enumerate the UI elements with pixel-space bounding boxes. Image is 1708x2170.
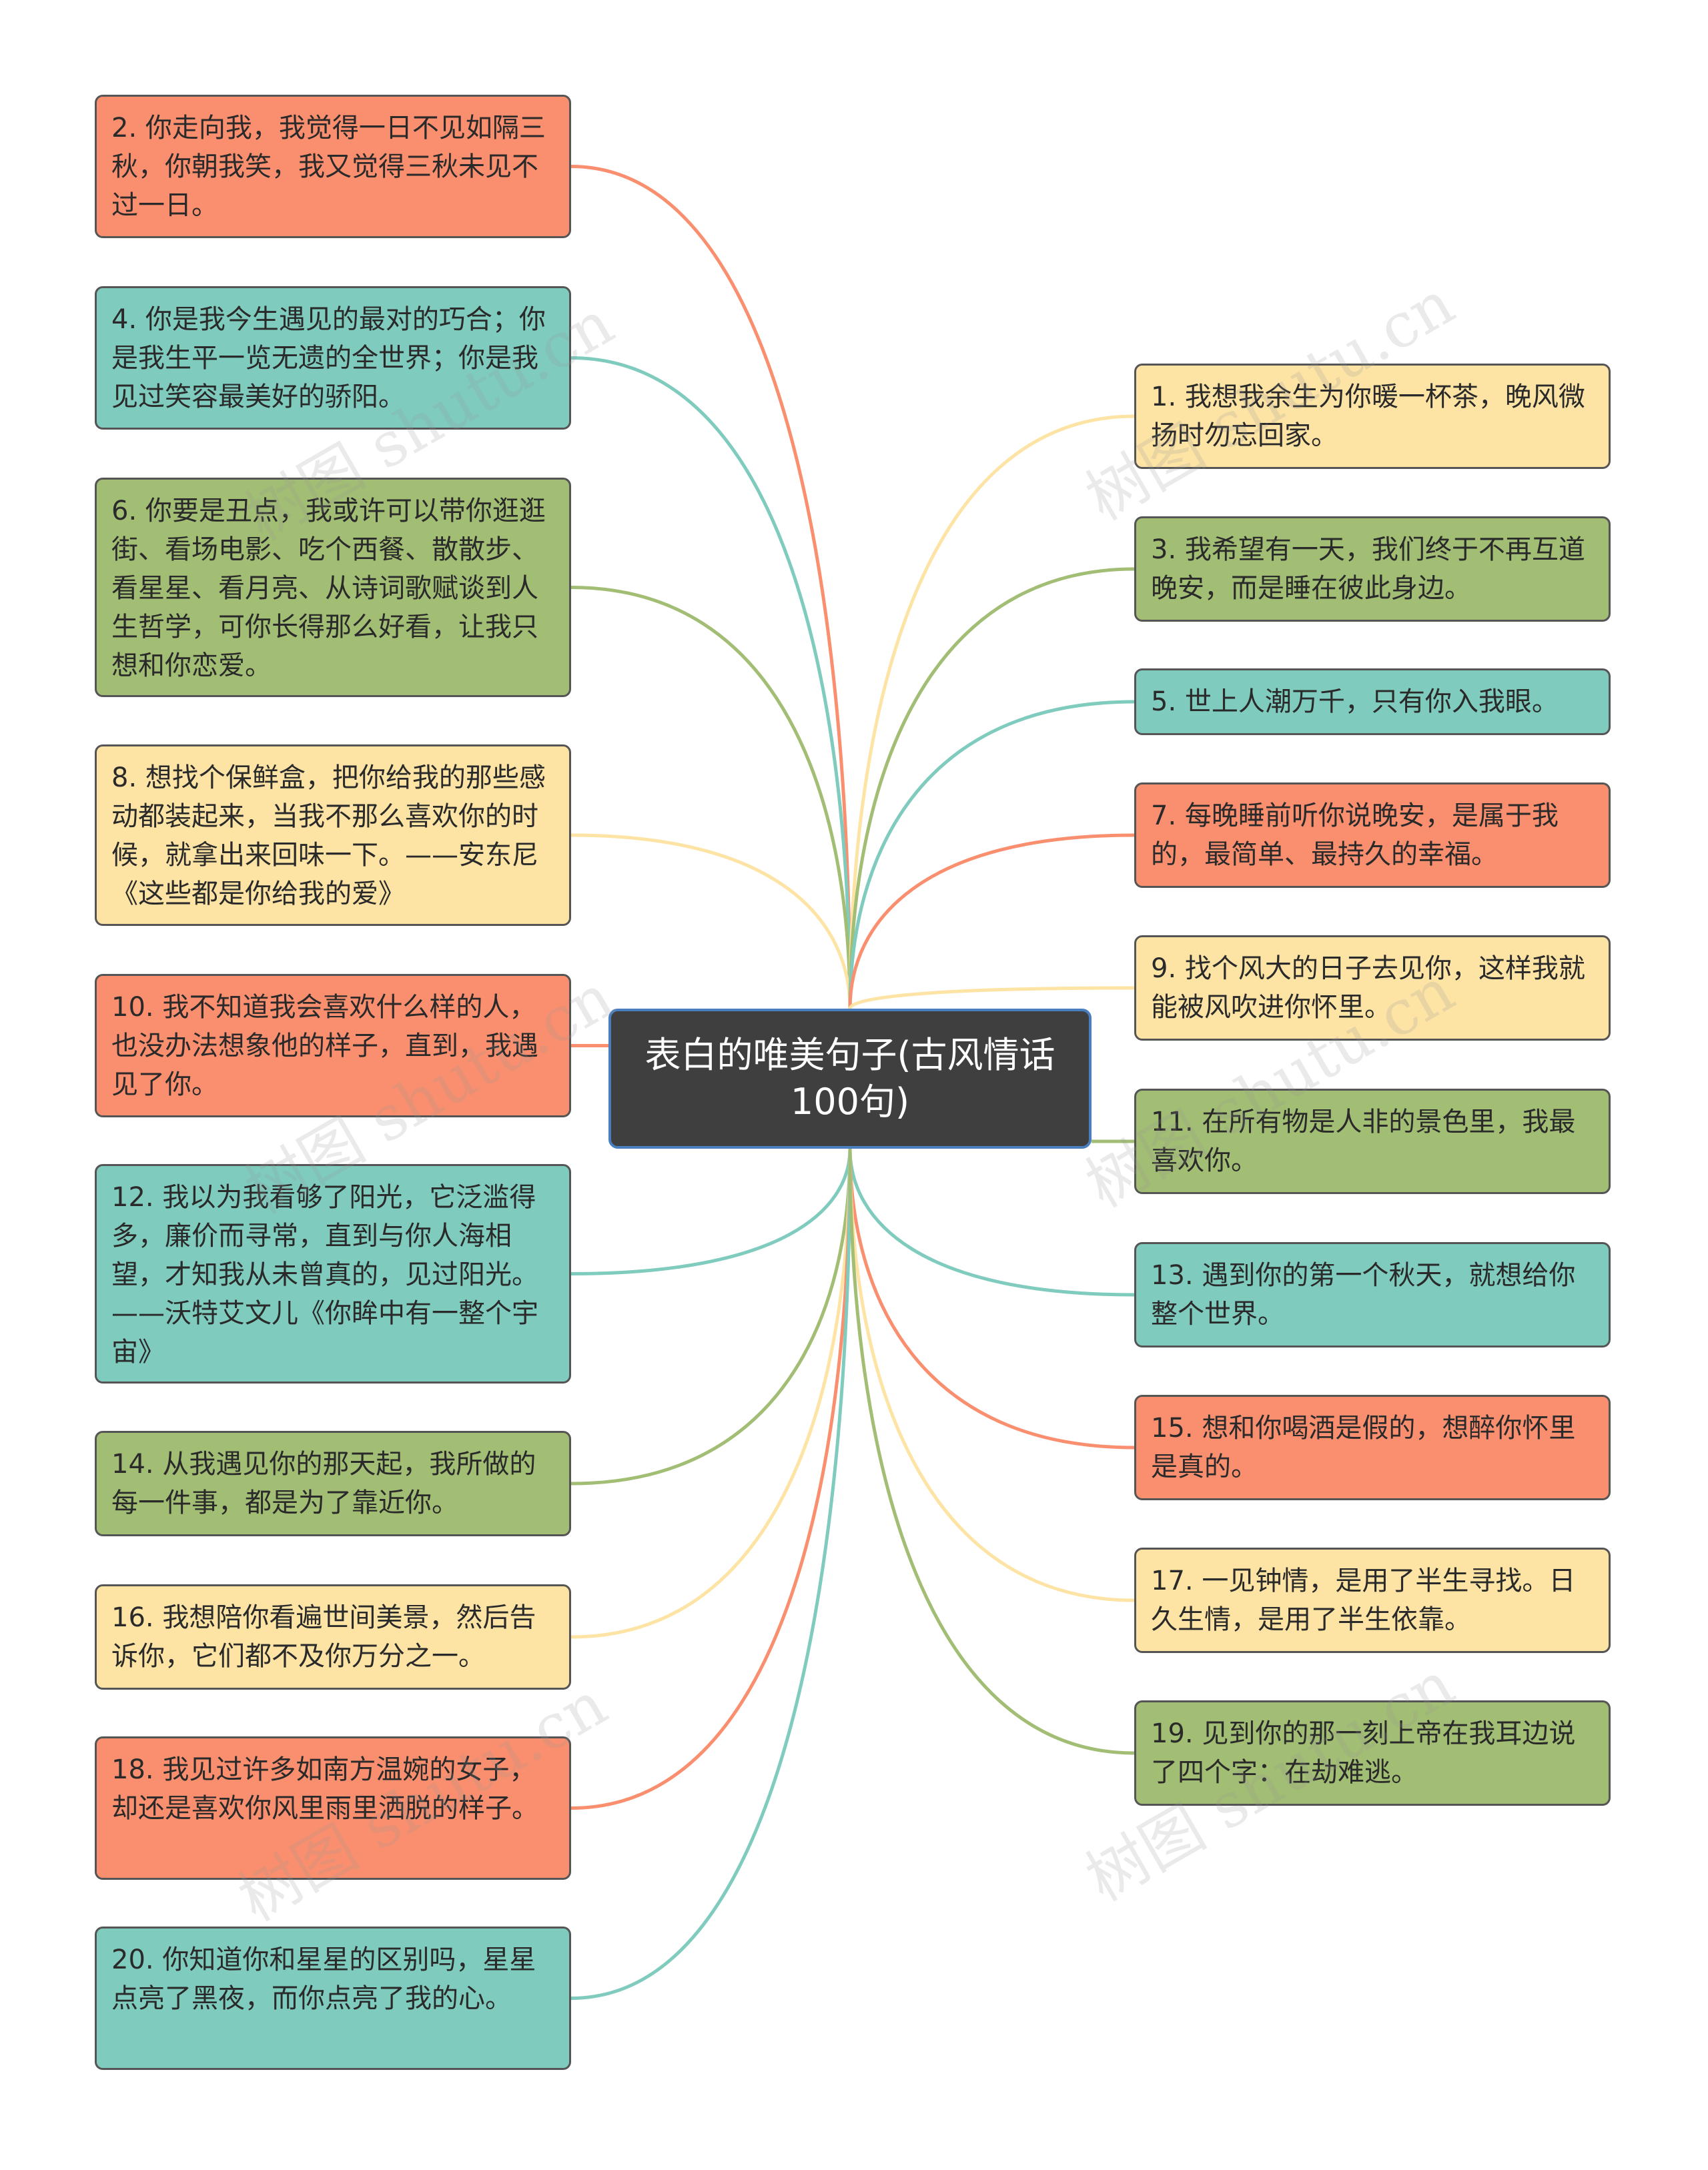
right-link-5	[848, 986, 1135, 1009]
topic-text: 9. 找个风大的日子去见你，这样我就能被风吹进你怀里。	[1151, 953, 1585, 1023]
topic-text: 16. 我想陪你看遍世间美景，然后告诉你，它们都不及你万分之一。	[111, 1602, 536, 1672]
topic-text: 17. 一见钟情，是用了半生寻找。日久生情，是用了半生依靠。	[1151, 1566, 1576, 1635]
topic-text: 19. 见到你的那一刻上帝在我耳边说了四个字：在劫难逃。	[1151, 1718, 1576, 1788]
right-link-8	[848, 1148, 1135, 1450]
left-topic-9[interactable]: 18. 我见过许多如南方温婉的女子，却还是喜欢你风里雨里洒脱的样子。	[95, 1736, 571, 1880]
topic-text: 2. 你走向我，我觉得一日不见如隔三秋，你朝我笑，我又觉得三秋未见不过一日。	[111, 113, 546, 221]
right-link-10	[848, 1148, 1135, 1755]
right-link-3	[848, 700, 1135, 1009]
right-topic-3[interactable]: 5. 世上人潮万千，只有你入我眼。	[1134, 668, 1611, 735]
left-topic-5[interactable]: 10. 我不知道我会喜欢什么样的人，也没办法想象他的样子，直到，我遇见了你。	[95, 974, 571, 1117]
left-topic-1[interactable]: 2. 你走向我，我觉得一日不见如隔三秋，你朝我笑，我又觉得三秋未见不过一日。	[95, 95, 571, 238]
right-topic-2[interactable]: 3. 我希望有一天，我们终于不再互道晚安，而是睡在彼此身边。	[1134, 516, 1611, 622]
topic-text: 5. 世上人潮万千，只有你入我眼。	[1151, 686, 1559, 717]
topic-text: 1. 我想我余生为你暖一杯茶，晚风微扬时勿忘回家。	[1151, 382, 1585, 451]
central-topic-label: 表白的唯美句子(古风情话100句)	[645, 1034, 1055, 1123]
right-link-9	[848, 1148, 1135, 1602]
left-topic-8[interactable]: 16. 我想陪你看遍世间美景，然后告诉你，它们都不及你万分之一。	[95, 1584, 571, 1690]
topic-text: 13. 遇到你的第一个秋天，就想给你整个世界。	[1151, 1260, 1576, 1329]
right-link-1	[848, 414, 1135, 1009]
topic-text: 7. 每晚睡前听你说晚安，是属于我的，最简单、最持久的幸福。	[1151, 800, 1559, 870]
left-link-4	[570, 833, 852, 1009]
topic-text: 11. 在所有物是人非的景色里，我最喜欢你。	[1151, 1107, 1576, 1176]
left-topic-7[interactable]: 14. 从我遇见你的那天起，我所做的每一件事，都是为了靠近你。	[95, 1431, 571, 1536]
right-link-7	[848, 1148, 1135, 1297]
topic-text: 12. 我以为我看够了阳光，它泛滥得多，廉价而寻常，直到与你人海相望，才知我从未…	[111, 1182, 538, 1368]
left-topic-6[interactable]: 12. 我以为我看够了阳光，它泛滥得多，廉价而寻常，直到与你人海相望，才知我从未…	[95, 1164, 571, 1384]
right-topic-1[interactable]: 1. 我想我余生为你暖一杯茶，晚风微扬时勿忘回家。	[1134, 364, 1611, 469]
topic-text: 14. 从我遇见你的那天起，我所做的每一件事，都是为了靠近你。	[111, 1449, 536, 1518]
topic-text: 10. 我不知道我会喜欢什么样的人，也没办法想象他的样子，直到，我遇见了你。	[111, 992, 538, 1100]
right-link-4	[848, 833, 1135, 1009]
right-topic-10[interactable]: 19. 见到你的那一刻上帝在我耳边说了四个字：在劫难逃。	[1134, 1700, 1611, 1806]
right-topic-9[interactable]: 17. 一见钟情，是用了半生寻找。日久生情，是用了半生依靠。	[1134, 1548, 1611, 1653]
right-topic-6[interactable]: 11. 在所有物是人非的景色里，我最喜欢你。	[1134, 1089, 1611, 1194]
left-link-7	[570, 1148, 852, 1486]
left-link-10	[570, 1148, 852, 2000]
right-topic-5[interactable]: 9. 找个风大的日子去见你，这样我就能被风吹进你怀里。	[1134, 935, 1611, 1041]
topic-text: 18. 我见过许多如南方温婉的女子，却还是喜欢你风里雨里洒脱的样子。	[111, 1754, 538, 1824]
right-topic-8[interactable]: 15. 想和你喝酒是假的，想醉你怀里是真的。	[1134, 1395, 1611, 1500]
left-link-3	[570, 586, 852, 1009]
topic-text: 6. 你要是丑点，我或许可以带你逛逛街、看场电影、吃个西餐、散散步、看星星、看月…	[111, 496, 546, 681]
left-topic-2[interactable]: 4. 你是我今生遇见的最对的巧合；你是我生平一览无遗的全世界；你是我见过笑容最美…	[95, 286, 571, 430]
topic-text: 8. 想找个保鲜盒，把你给我的那些感动都装起来，当我不那么喜欢你的时候，就拿出来…	[111, 762, 546, 909]
topic-text: 4. 你是我今生遇见的最对的巧合；你是我生平一览无遗的全世界；你是我见过笑容最美…	[111, 304, 546, 412]
right-topic-4[interactable]: 7. 每晚睡前听你说晚安，是属于我的，最简单、最持久的幸福。	[1134, 782, 1611, 888]
left-topic-10[interactable]: 20. 你知道你和星星的区别吗，星星点亮了黑夜，而你点亮了我的心。	[95, 1927, 571, 2070]
central-topic[interactable]: 表白的唯美句子(古风情话100句)	[608, 1009, 1092, 1149]
topic-text: 15. 想和你喝酒是假的，想醉你怀里是真的。	[1151, 1413, 1576, 1482]
right-link-2	[848, 567, 1135, 1009]
left-topic-4[interactable]: 8. 想找个保鲜盒，把你给我的那些感动都装起来，当我不那么喜欢你的时候，就拿出来…	[95, 744, 571, 926]
left-link-2	[570, 356, 852, 1009]
right-topic-7[interactable]: 13. 遇到你的第一个秋天，就想给你整个世界。	[1134, 1242, 1611, 1347]
topic-text: 3. 我希望有一天，我们终于不再互道晚安，而是睡在彼此身边。	[1151, 534, 1585, 604]
left-link-8	[570, 1148, 852, 1639]
left-link-9	[570, 1148, 852, 1810]
left-link-6	[570, 1148, 852, 1275]
left-topic-3[interactable]: 6. 你要是丑点，我或许可以带你逛逛街、看场电影、吃个西餐、散散步、看星星、看月…	[95, 478, 571, 697]
left-link-1	[570, 165, 852, 1009]
topic-text: 20. 你知道你和星星的区别吗，星星点亮了黑夜，而你点亮了我的心。	[111, 1945, 536, 2014]
